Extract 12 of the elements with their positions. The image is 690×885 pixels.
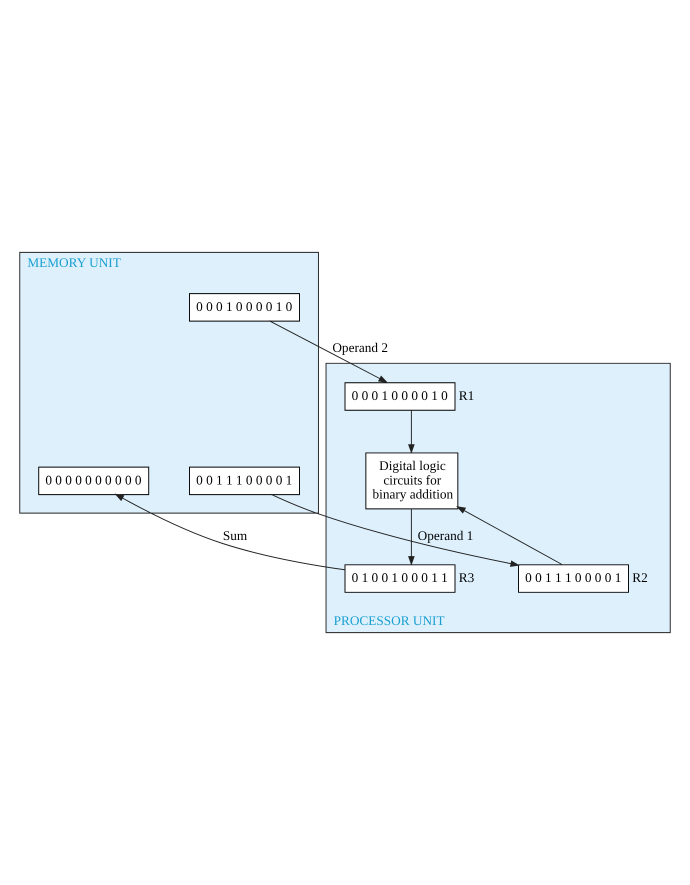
edge-label: Operand 2 (332, 340, 388, 356)
node-label: R2 (632, 570, 648, 586)
edge-label: Operand 1 (418, 528, 474, 543)
arrow (408, 508, 415, 566)
node-label: R1 (458, 388, 474, 404)
arrow (408, 409, 415, 454)
arrow (114, 494, 346, 570)
arrow (456, 506, 562, 565)
arrow (268, 320, 388, 383)
edge-label: Sum (222, 528, 248, 543)
arrow (270, 494, 520, 567)
node-label: R3 (458, 570, 474, 586)
